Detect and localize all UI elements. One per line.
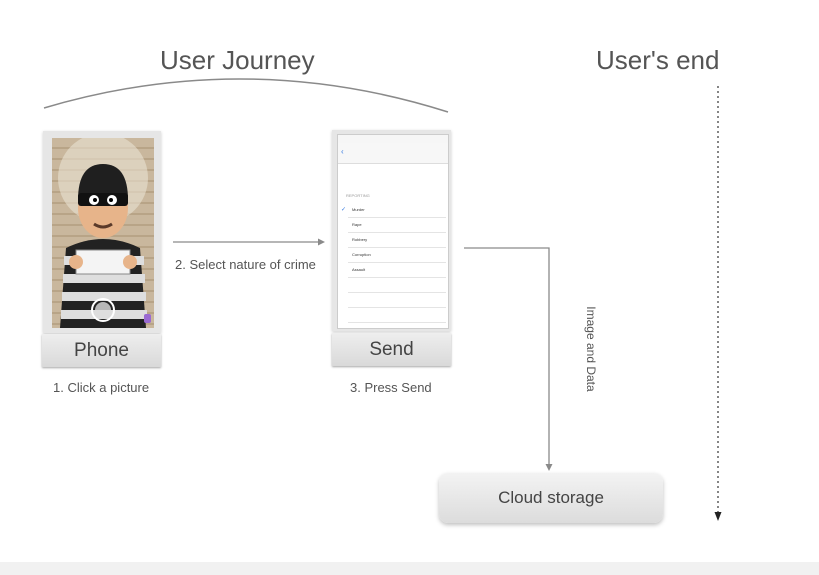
option-label: Rape (352, 222, 362, 227)
users-end-title: User's end (596, 45, 720, 75)
section-header: REPORTING (346, 193, 370, 198)
nav-bar: ‹ (338, 143, 448, 164)
crime-select-screen: ‹ REPORTING ✓ Murder Rape Robbery Corrup… (337, 134, 449, 329)
send-button[interactable]: Send (332, 333, 451, 366)
diagram-title: User Journey (160, 45, 315, 75)
list-item (348, 308, 446, 323)
status-bar (338, 135, 448, 143)
step2-label: 2. Select nature of crime (175, 257, 316, 272)
option-label: Murder (352, 207, 365, 212)
phone-label: Phone (42, 334, 161, 367)
burglar-mugshot-icon (58, 138, 151, 328)
image-data-label-wrap: Image and Data (581, 300, 601, 400)
list-item[interactable]: Robbery (348, 233, 446, 248)
phone-camera-screen (52, 138, 154, 328)
back-chevron-icon[interactable]: ‹ (341, 147, 344, 156)
checkmark-icon: ✓ (341, 207, 347, 213)
bottom-bar (0, 562, 819, 575)
option-label: Assault (352, 267, 366, 272)
option-label: Robbery (352, 237, 368, 242)
list-item[interactable]: Corruption (348, 248, 446, 263)
cloud-storage-box: Cloud storage (439, 473, 663, 523)
step1-caption: 1. Click a picture (53, 380, 150, 395)
image-data-label: Image and Data (584, 306, 598, 392)
list-item[interactable]: Rape (348, 218, 446, 233)
list-item[interactable]: Assault (348, 263, 446, 278)
list-item[interactable]: ✓ Murder (341, 203, 446, 218)
step3-caption: 3. Press Send (350, 380, 432, 395)
option-label: Corruption (352, 252, 371, 257)
list-item (348, 278, 446, 293)
list-item (348, 293, 446, 308)
